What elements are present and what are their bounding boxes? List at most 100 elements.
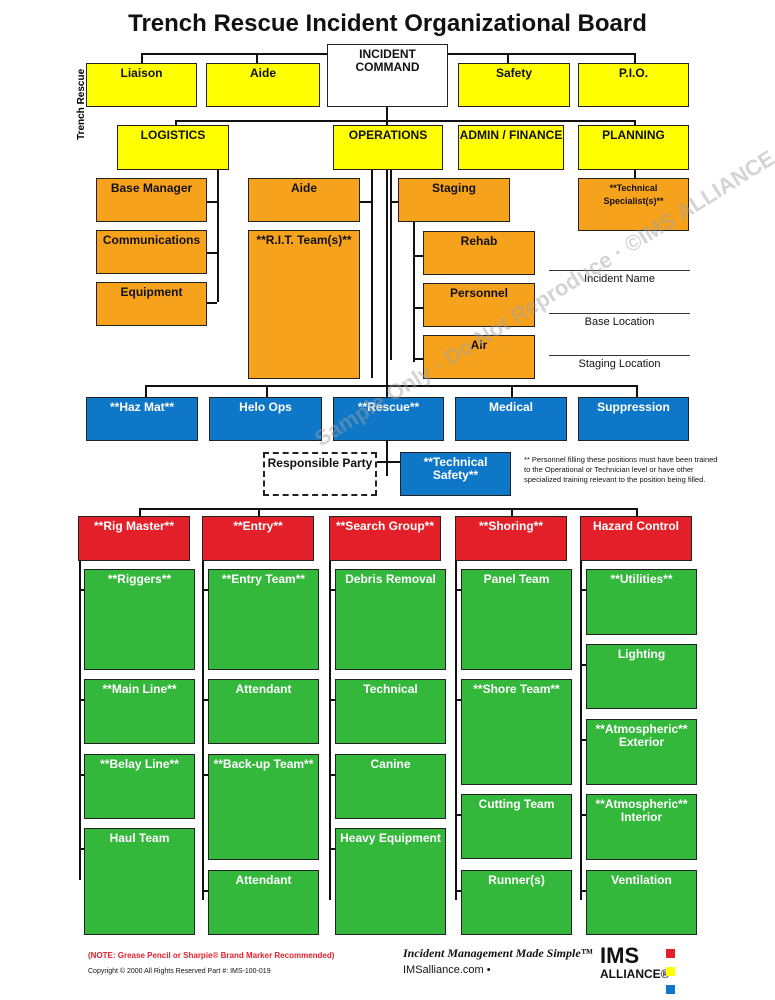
group-4-tick-2 [581,739,586,741]
staff-pio[interactable]: P.I.O. [578,63,689,107]
group-2-unit-2[interactable]: Canine [335,754,446,819]
group-3-unit-2-label: Cutting Team [478,797,555,811]
group-3-tick-1 [456,699,461,701]
technical-safety-box[interactable]: **Technical Safety** [400,452,511,496]
incident-command-box[interactable]: INCIDENT COMMAND [327,44,448,107]
group-trunk-1 [202,560,204,900]
group-head-3[interactable]: **Shoring** [455,516,567,561]
ops-aide-box-label: Aide [290,181,317,195]
branch-2[interactable]: **Rescue** [333,397,444,441]
group-4-unit-1-label: Lighting [617,647,666,661]
group-drop-0 [139,508,141,516]
section-3[interactable]: PLANNING [578,125,689,170]
branch-0[interactable]: **Haz Mat** [86,397,198,441]
group-3-tick-3 [456,890,461,892]
ops-aide-tick [360,201,371,203]
group-0-unit-0[interactable]: **Riggers** [84,569,195,670]
technical-specialist-box[interactable]: **Technical Specialist(s)** [578,178,689,231]
staff-liaison[interactable]: Liaison [86,63,197,107]
group-3-unit-0[interactable]: Panel Team [461,569,572,670]
group-drop-1 [258,508,260,516]
staff-aide[interactable]: Aide [206,63,320,107]
group-head-1[interactable]: **Entry** [202,516,314,561]
group-3-tick-0 [456,589,461,591]
branch-drop-1 [266,385,268,397]
section-0[interactable]: LOGISTICS [117,125,229,170]
group-1-tick-3 [203,890,208,892]
logo-squares-icon [666,945,677,999]
group-1-unit-2[interactable]: **Back-up Team** [208,754,319,860]
group-0-unit-1[interactable]: **Main Line** [84,679,195,744]
group-2-unit-0[interactable]: Debris Removal [335,569,446,670]
group-2-unit-0-label: Debris Removal [345,572,436,586]
group-3-unit-3[interactable]: Runner(s) [461,870,572,935]
branch-2-label: **Rescue** [357,400,420,414]
logo-alliance-text: ALLIANCE® [600,967,670,981]
group-2-tick-0 [330,589,335,591]
group-drop-2 [511,508,513,516]
staging-unit-2[interactable]: Air [423,335,535,379]
group-head-0[interactable]: **Rig Master** [78,516,190,561]
staff-drop-3 [634,53,636,64]
group-1-tick-0 [203,589,208,591]
branch-4-label: Suppression [597,400,670,414]
rit-team-box[interactable]: **R.I.T. Team(s)** [248,230,360,379]
group-0-unit-2[interactable]: **Belay Line** [84,754,195,819]
logistics-tick-0 [207,201,217,203]
staging-unit-0[interactable]: Rehab [423,231,535,275]
branch-3[interactable]: Medical [455,397,567,441]
group-4-unit-0[interactable]: **Utilities** [586,569,697,635]
group-1-unit-3-label: Attendant [235,873,292,887]
section-2[interactable]: ADMIN / FINANCE [458,125,564,170]
group-1-unit-3[interactable]: Attendant [208,870,319,935]
branch-4[interactable]: Suppression [578,397,689,441]
group-head-4[interactable]: Hazard Control [580,516,692,561]
staff-safety[interactable]: Safety [458,63,570,107]
ops-staging-tick [390,201,398,203]
group-2-unit-1[interactable]: Technical [335,679,446,744]
group-0-unit-0-label: **Riggers** [107,572,172,586]
group-1-unit-1[interactable]: Attendant [208,679,319,744]
ops-aide-box[interactable]: Aide [248,178,360,222]
section-1[interactable]: OPERATIONS [333,125,443,170]
group-1-unit-0[interactable]: **Entry Team** [208,569,319,670]
group-2-unit-3-label: Heavy Equipment [340,831,441,845]
group-4-unit-4[interactable]: Ventilation [586,870,697,935]
group-0-tick-3 [79,848,84,850]
branch-line [145,385,636,387]
group-4-unit-3[interactable]: **Atmospheric** Interior [586,794,697,860]
section-line [175,120,634,122]
section-drop-1 [634,120,636,126]
group-1-unit-0-label: **Entry Team** [221,572,306,586]
group-4-unit-2[interactable]: **Atmospheric** Exterior [586,719,697,785]
info-field-0: Incident Name [584,273,655,285]
group-head-2[interactable]: **Search Group** [329,516,441,561]
branch-drop-2 [511,385,513,397]
staff-liaison-label: Liaison [120,66,163,80]
staff-drop-1 [256,53,258,64]
group-0-unit-3[interactable]: Haul Team [84,828,195,935]
logistics-unit-2-label: Equipment [120,285,183,299]
staging-tick-1 [413,307,423,309]
logo-square-0 [666,949,675,958]
group-2-tick-1 [330,699,335,701]
staging-box[interactable]: Staging [398,178,510,222]
staging-unit-1[interactable]: Personnel [423,283,535,327]
logistics-unit-2[interactable]: Equipment [96,282,207,326]
branch-1[interactable]: Helo Ops [209,397,322,441]
group-4-unit-1[interactable]: Lighting [586,644,697,709]
logistics-unit-1[interactable]: Communications [96,230,207,274]
ops-right-branch [390,170,392,360]
group-2-unit-3[interactable]: Heavy Equipment [335,828,446,935]
group-3-unit-1[interactable]: **Shore Team** [461,679,572,785]
group-head-0-label: **Rig Master** [93,519,175,533]
staging-trunk [413,210,415,362]
responsible-party-box[interactable]: Responsible Party [263,452,377,496]
group-3-unit-3-label: Runner(s) [488,873,545,887]
footer-website[interactable]: IMSalliance.com • [403,964,491,976]
group-3-unit-2[interactable]: Cutting Team [461,794,572,859]
logistics-unit-0[interactable]: Base Manager [96,178,207,222]
staff-safety-label: Safety [495,66,533,80]
group-0-unit-1-label: **Main Line** [102,682,177,696]
